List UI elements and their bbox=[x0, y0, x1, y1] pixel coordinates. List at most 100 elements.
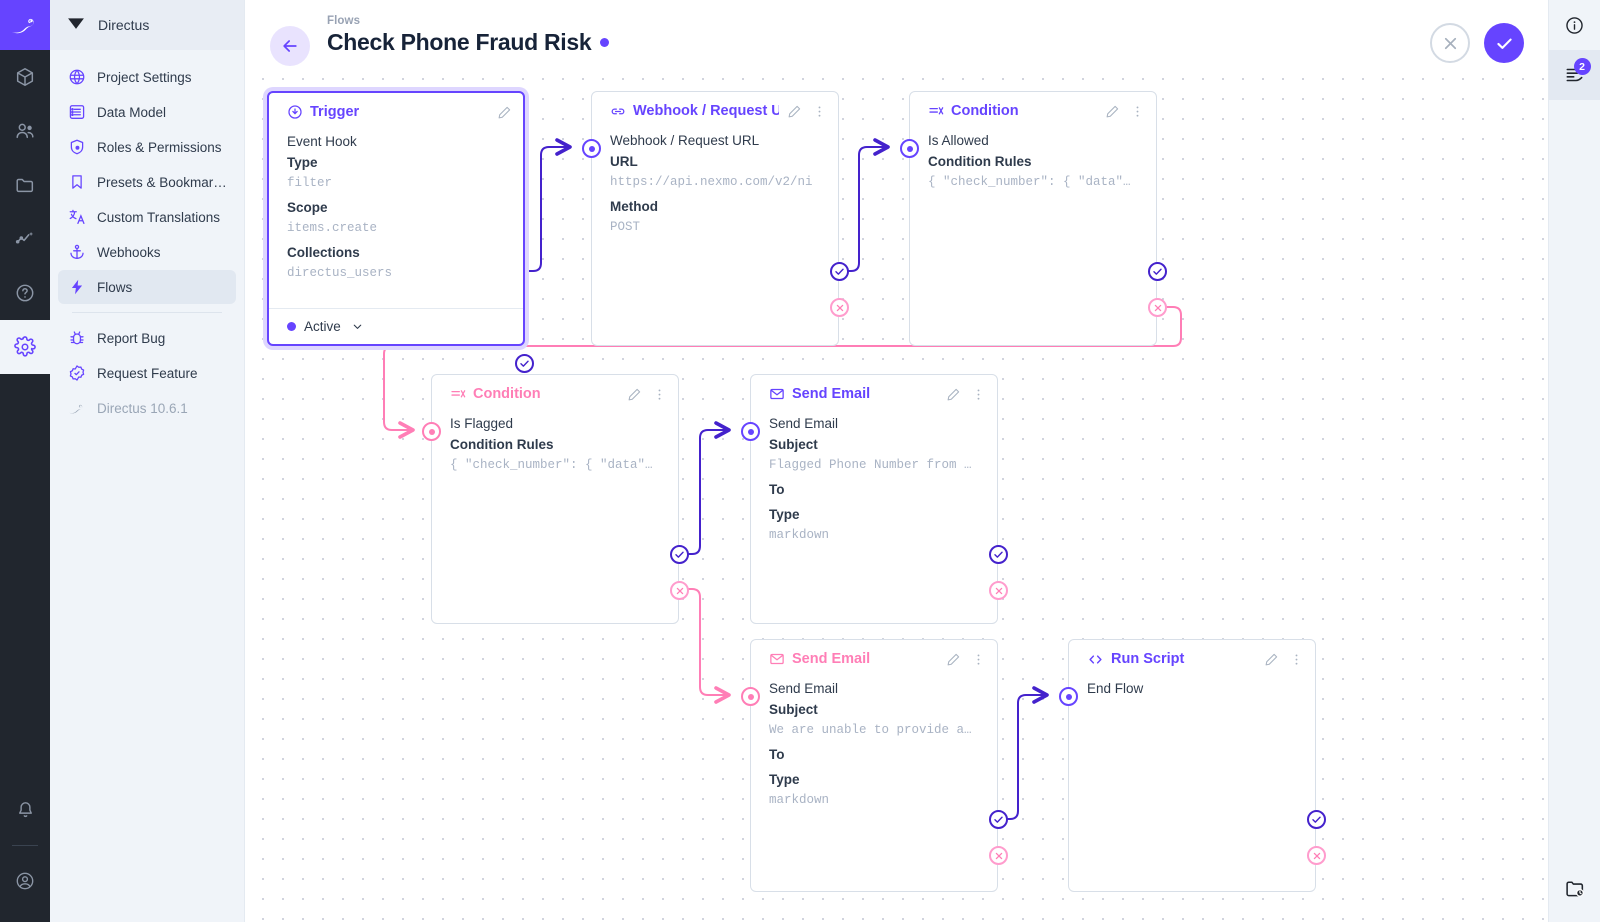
port-input[interactable] bbox=[741, 687, 760, 706]
port-reject[interactable] bbox=[1148, 298, 1167, 317]
bookmark-icon bbox=[68, 173, 86, 191]
rail-item-account[interactable] bbox=[0, 854, 50, 908]
sidebar-header[interactable]: Directus bbox=[50, 0, 244, 50]
node-title: Webhook / Request U bbox=[633, 103, 779, 119]
back-button[interactable] bbox=[270, 26, 310, 66]
port-reject[interactable] bbox=[1307, 846, 1326, 865]
sidebar-item-request-feature[interactable]: Request Feature bbox=[58, 356, 236, 390]
cancel-button[interactable] bbox=[1430, 23, 1470, 63]
port-reject[interactable] bbox=[989, 581, 1008, 600]
edit-icon[interactable] bbox=[944, 385, 962, 403]
field-label: Collections bbox=[287, 245, 360, 260]
port-resolve[interactable] bbox=[1148, 262, 1167, 281]
sidebar-item-custom-translations[interactable]: Custom Translations bbox=[58, 200, 236, 234]
rail-item-users[interactable] bbox=[0, 104, 50, 158]
edit-icon[interactable] bbox=[1103, 102, 1121, 120]
node-title: Trigger bbox=[310, 104, 360, 120]
sidebar-item-label: Project Settings bbox=[97, 69, 192, 85]
more-options-icon[interactable] bbox=[969, 650, 987, 668]
logs-button[interactable]: 2 bbox=[1548, 50, 1600, 100]
field-label: To bbox=[769, 482, 785, 497]
rail-item-settings[interactable] bbox=[0, 320, 50, 374]
flow-node-run-script[interactable]: Run Script End Flow bbox=[1059, 639, 1326, 892]
sidebar-item-data-model[interactable]: Data Model bbox=[58, 95, 236, 129]
port-input[interactable] bbox=[900, 139, 919, 158]
activity-log-button[interactable] bbox=[1549, 872, 1600, 922]
directus-logo[interactable] bbox=[0, 0, 50, 50]
edit-icon[interactable] bbox=[625, 385, 643, 403]
port-resolve[interactable] bbox=[515, 354, 534, 373]
condition-icon bbox=[450, 386, 466, 402]
flow-node-trigger[interactable]: Trigger Event Hook Type filter Scope ite… bbox=[267, 91, 534, 373]
flow-node-send-email-unable[interactable]: Send Email Send Email Subject We are una… bbox=[741, 639, 1008, 892]
sidebar-item-presets-bookmarks[interactable]: Presets & Bookmar… bbox=[58, 165, 236, 199]
save-button[interactable] bbox=[1484, 23, 1524, 63]
sidebar-item-label: Presets & Bookmar… bbox=[97, 174, 227, 190]
rail-item-content[interactable] bbox=[0, 50, 50, 104]
field-label: Condition Rules bbox=[450, 437, 554, 452]
port-resolve[interactable] bbox=[670, 545, 689, 564]
breadcrumb[interactable]: Flows bbox=[327, 15, 361, 27]
more-options-icon[interactable] bbox=[1287, 650, 1305, 668]
rail-divider bbox=[12, 845, 38, 846]
title-row: Check Phone Fraud Risk bbox=[327, 29, 610, 56]
port-input[interactable] bbox=[422, 422, 441, 441]
port-resolve[interactable] bbox=[830, 262, 849, 281]
chevron-down-icon[interactable] bbox=[349, 318, 367, 336]
more-options-icon[interactable] bbox=[1128, 102, 1146, 120]
rail-item-notifications[interactable] bbox=[0, 783, 50, 837]
field-label: Subject bbox=[769, 702, 818, 717]
trigger-icon bbox=[287, 104, 303, 120]
port-input[interactable] bbox=[582, 139, 601, 158]
more-options-icon[interactable] bbox=[650, 385, 668, 403]
field-value: items.create bbox=[287, 221, 378, 235]
port-input[interactable] bbox=[741, 422, 760, 441]
field-value: { "check_number": { "data"… bbox=[928, 175, 1131, 189]
rail-item-docs[interactable] bbox=[0, 266, 50, 320]
sidebar-item-project-settings[interactable]: Project Settings bbox=[58, 60, 236, 94]
edit-icon[interactable] bbox=[944, 650, 962, 668]
sidebar-version: Directus 10.6.1 bbox=[58, 391, 236, 425]
mail-icon bbox=[769, 651, 785, 667]
page-header: Flows Check Phone Fraud Risk bbox=[245, 0, 1548, 76]
node-header: Trigger bbox=[269, 93, 523, 131]
node-header: Condition bbox=[910, 92, 1156, 130]
sidebar-item-label: Flows bbox=[97, 279, 133, 295]
node-footer[interactable]: Active bbox=[269, 308, 523, 344]
flow-node-condition-is-flagged[interactable]: Condition Is Flagged Condition Rules { "… bbox=[422, 374, 689, 624]
node-title: Send Email bbox=[792, 651, 871, 667]
rail-item-files[interactable] bbox=[0, 158, 50, 212]
port-reject[interactable] bbox=[989, 846, 1008, 865]
port-input[interactable] bbox=[1059, 687, 1078, 706]
more-options-icon[interactable] bbox=[969, 385, 987, 403]
port-reject[interactable] bbox=[830, 298, 849, 317]
field-value: We are unable to provide a… bbox=[769, 723, 972, 737]
port-resolve[interactable] bbox=[989, 810, 1008, 829]
sidebar-item-webhooks[interactable]: Webhooks bbox=[58, 235, 236, 269]
flow-node-webhook[interactable]: Webhook / Request U Webhook / Request UR… bbox=[582, 91, 849, 346]
field-label: To bbox=[769, 747, 785, 762]
more-options-icon[interactable] bbox=[810, 102, 828, 120]
flow-node-condition-is-allowed[interactable]: Condition Is Allowed Condition Rules { "… bbox=[900, 91, 1167, 346]
field-value: markdown bbox=[769, 528, 830, 542]
field-value: filter bbox=[287, 176, 333, 190]
port-reject[interactable] bbox=[670, 581, 689, 600]
canvas-top-mask bbox=[245, 0, 1548, 76]
rail-bottom bbox=[0, 783, 50, 922]
sidebar-item-report-bug[interactable]: Report Bug bbox=[58, 321, 236, 355]
sidebar-item-roles-permissions[interactable]: Roles & Permissions bbox=[58, 130, 236, 164]
port-resolve[interactable] bbox=[989, 545, 1008, 564]
info-button[interactable] bbox=[1549, 0, 1600, 50]
operation-name: End Flow bbox=[1087, 681, 1144, 696]
port-resolve[interactable] bbox=[1307, 810, 1326, 829]
rail-item-insights[interactable] bbox=[0, 212, 50, 266]
field-value: Flagged Phone Number from … bbox=[769, 458, 972, 472]
sidebar-item-label: Request Feature bbox=[97, 365, 198, 381]
condition-icon bbox=[928, 103, 944, 119]
sidebar-item-label: Report Bug bbox=[97, 330, 166, 346]
flow-node-send-email-flagged[interactable]: Send Email Send Email Subject Flagged Ph… bbox=[741, 374, 1008, 624]
edit-icon[interactable] bbox=[1262, 650, 1280, 668]
edit-icon[interactable] bbox=[786, 102, 804, 120]
sidebar-item-flows[interactable]: Flows bbox=[58, 270, 236, 304]
edit-icon[interactable] bbox=[495, 103, 513, 121]
